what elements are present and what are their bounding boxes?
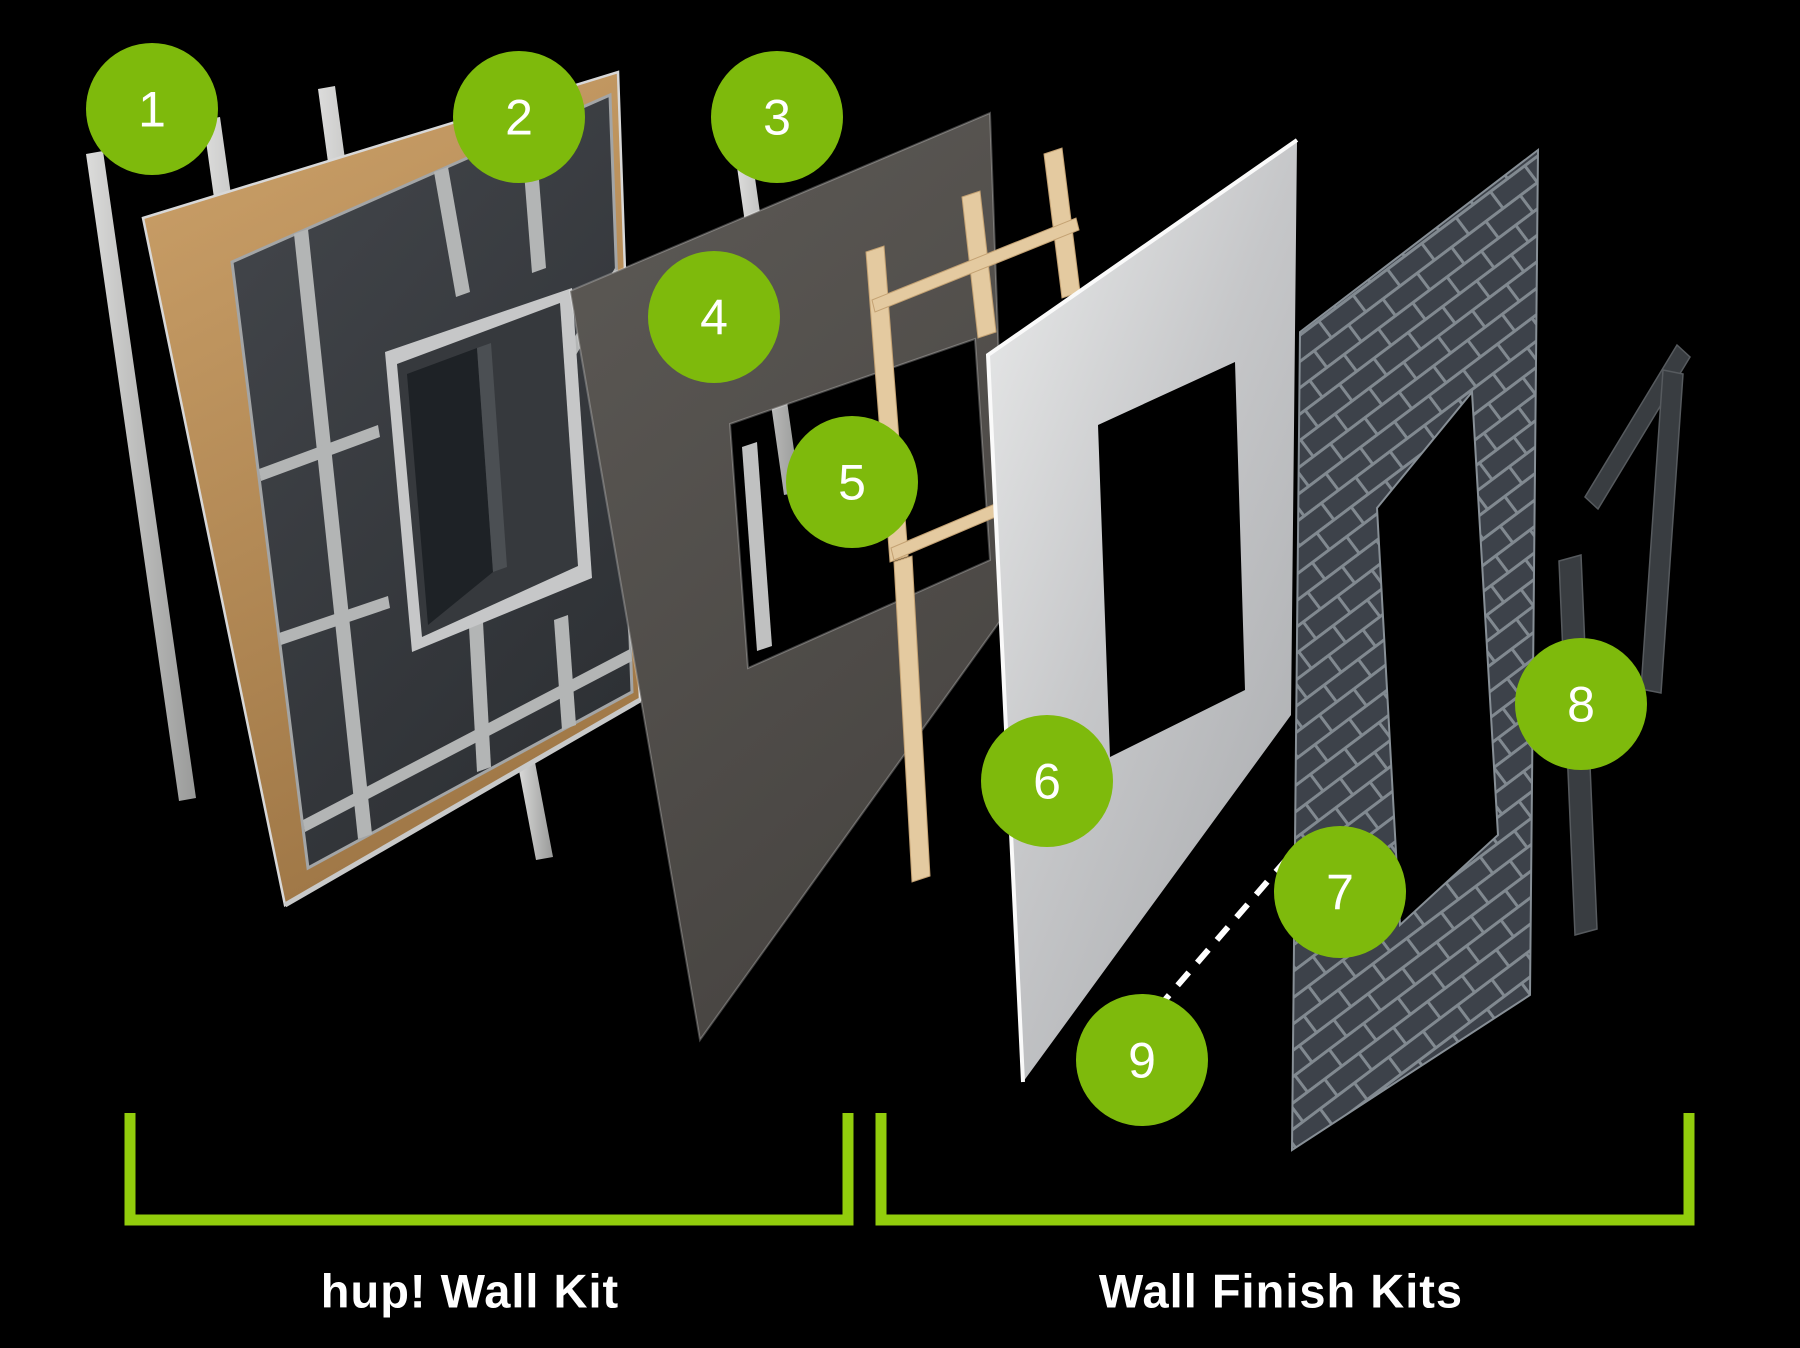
badge-circle (1076, 994, 1208, 1126)
badge-8: 8 (1515, 638, 1647, 770)
badge-3: 3 (711, 51, 843, 183)
badge-9: 9 (1076, 994, 1208, 1126)
badge-circle (1515, 638, 1647, 770)
badge-7: 7 (1274, 826, 1406, 958)
badge-circle (711, 51, 843, 183)
wall-finish-kits-bracket (875, 1113, 1695, 1226)
badge-number: 5 (838, 455, 866, 511)
wall-finish-kits-label: Wall Finish Kits (1099, 1264, 1463, 1317)
badge-number: 2 (505, 90, 533, 146)
render-board-layer (985, 138, 1299, 1083)
frame-strip (279, 596, 390, 645)
render-board (988, 140, 1297, 1082)
frame-strip (303, 649, 632, 832)
badge-number: 9 (1128, 1033, 1156, 1089)
badge-circle (1274, 826, 1406, 958)
badge-5: 5 (786, 416, 918, 548)
trim-strip (1640, 369, 1684, 694)
metal-stud (86, 151, 196, 801)
window-pane (407, 348, 493, 625)
frame-strip (294, 229, 372, 839)
badge-2: 2 (453, 51, 585, 183)
badge-circle (648, 251, 780, 383)
badge-circle (786, 416, 918, 548)
badge-circle (86, 43, 218, 175)
frame-strip (554, 615, 576, 730)
frame-strip (259, 425, 380, 481)
badge-number: 8 (1567, 677, 1595, 733)
hup-wall-kit-bracket (124, 1113, 854, 1226)
callout-dashed-line (1155, 850, 1296, 1010)
window-unit (385, 288, 592, 652)
badge-circle (453, 51, 585, 183)
render-board-edge-highlight (985, 138, 1299, 1083)
badge-1: 1 (86, 43, 218, 175)
badge-number: 3 (763, 90, 791, 146)
badge-6: 6 (981, 715, 1113, 847)
hup-wall-kit-label: hup! Wall Kit (321, 1264, 619, 1317)
timber-batten (893, 555, 931, 883)
badge-circle (981, 715, 1113, 847)
frame-strip (434, 167, 470, 297)
window-mullion (477, 343, 507, 572)
timber-batten (871, 217, 1080, 313)
badge-number: 1 (138, 82, 166, 138)
badge-number: 6 (1033, 754, 1061, 810)
badge-number: 7 (1326, 865, 1354, 921)
badge-number: 4 (700, 290, 728, 346)
metal-frame-grid (259, 129, 632, 839)
stud-through-cutout (742, 442, 772, 651)
metal-stud (517, 757, 553, 860)
badge-4: 4 (648, 251, 780, 383)
bottom-metal-edge (283, 697, 642, 908)
